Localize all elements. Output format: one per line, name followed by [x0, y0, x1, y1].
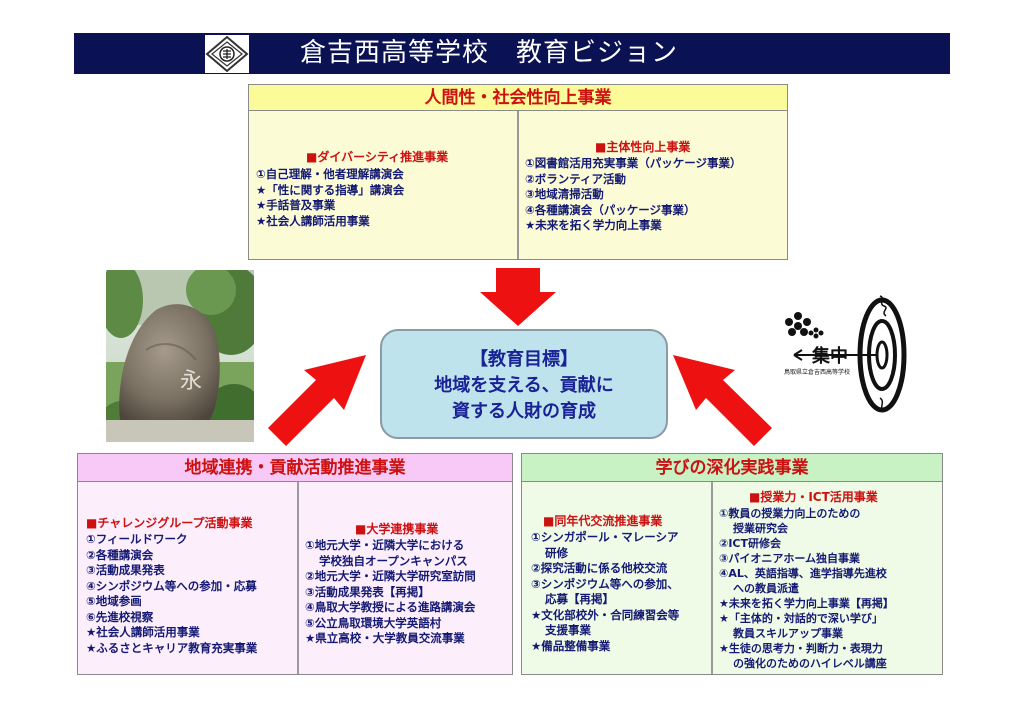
- list-item: 支援事業: [545, 623, 591, 637]
- list-item: への教員派遣: [733, 582, 799, 595]
- logo-text: 集中: [811, 345, 848, 367]
- diversity-section: ■ダイバーシティ推進事業 ①自己理解・他者理解講演会 ★「性に関する指導」講演会…: [256, 148, 514, 229]
- list-item: ①フィールドワーク: [86, 532, 188, 546]
- shuchu-target-logo: 集中 鳥取県立倉吉西高等学校: [780, 290, 920, 420]
- list-item: ★社会人講師活用事業: [86, 625, 200, 639]
- list-item: ④AL、英語指導、進学指導先進校: [719, 567, 887, 580]
- challenge-group-title: ■チャレンジグループ活動事業: [86, 516, 253, 530]
- stone-monument-photo: 永: [98, 262, 266, 444]
- list-item: ★未来を拓く学力向上事業: [525, 218, 662, 232]
- down-arrow-icon: [480, 268, 556, 326]
- university-cooperation-title: ■大学連携事業: [355, 522, 439, 536]
- teaching-ict-section: ■授業力・ICT活用事業 ①教員の授業力向上のための 授業研究会 ②ICT研修会…: [719, 488, 941, 671]
- list-item: ①自己理解・他者理解講演会: [256, 167, 404, 181]
- goal-line: 地域を支える、貢献に: [434, 375, 614, 396]
- independence-section: ■主体性向上事業 ①図書館活用充実事業（パッケージ事業） ②ボランティア活動 ③…: [525, 138, 783, 234]
- university-cooperation-section: ■大学連携事業 ①地元大学・近隣大学における 学校独自オープンキャンパス ②地元…: [305, 520, 513, 647]
- list-item: ④鳥取大学教授による進路講演会: [305, 600, 476, 614]
- diversity-items: ①自己理解・他者理解講演会 ★「性に関する指導」講演会 ★手話普及事業 ★社会人…: [256, 167, 514, 229]
- list-item: ①図書館活用充実事業（パッケージ事業）: [525, 156, 742, 170]
- university-cooperation-items: ①地元大学・近隣大学における 学校独自オープンキャンパス ②地元大学・近隣大学研…: [305, 538, 513, 647]
- independence-section-title: ■主体性向上事業: [595, 140, 691, 154]
- list-item: ①地元大学・近隣大学における: [305, 538, 465, 552]
- goal-heading: 【教育目標】: [470, 349, 578, 370]
- list-item: ③シンポジウム等への参加、: [531, 576, 679, 591]
- regional-cooperation-panel: [77, 453, 513, 675]
- list-item: ③活動成果発表【再掲】: [305, 584, 430, 599]
- left-panel-divider: [297, 482, 299, 674]
- list-item: ④各種講演会（パッケージ事業）: [525, 202, 696, 217]
- list-item: の強化のためのハイレベル講座: [733, 657, 887, 670]
- list-item: ★社会人講師活用事業: [256, 213, 370, 228]
- list-item: ★文化部校外・合同練習会等: [531, 607, 680, 622]
- list-item: ①教員の授業力向上のための: [719, 507, 861, 520]
- right-panel-divider: [711, 482, 713, 674]
- independence-items: ①図書館活用充実事業（パッケージ事業） ②ボランティア活動 ③地域清掃活動 ④各…: [525, 156, 783, 234]
- list-item: 応募【再掲】: [545, 592, 614, 606]
- list-item: ★備品整備事業: [531, 638, 611, 653]
- challenge-group-section: ■チャレンジグループ活動事業 ①フィールドワーク ②各種講演会 ③活動成果発表 …: [86, 514, 296, 656]
- list-item: ★県立高校・大学教員交流事業: [305, 631, 465, 645]
- list-item: 教員スキルアップ事業: [733, 627, 843, 640]
- school-emblem-icon: [205, 35, 249, 73]
- list-item: ②各種講演会: [86, 547, 154, 562]
- list-item: 授業研究会: [733, 522, 788, 535]
- list-item: ★「性に関する指導」講演会: [256, 182, 405, 197]
- top-panel-divider: [517, 111, 519, 259]
- list-item: ④シンポジウム等への参加・応募: [86, 578, 257, 593]
- list-item: 研修: [545, 545, 568, 560]
- regional-cooperation-title: 地域連携・貢献活動推進事業: [78, 454, 512, 482]
- list-item: ★手話普及事業: [256, 198, 336, 212]
- list-item: ①シンガポール・マレーシア: [531, 530, 679, 544]
- list-item: ★「主体的・対話的で深い学び」: [719, 612, 883, 625]
- peer-exchange-items: ①シンガポール・マレーシア 研修 ②探究活動に係る他校交流 ③シンポジウム等への…: [531, 530, 711, 654]
- peer-exchange-title: ■同年代交流推進事業: [543, 514, 663, 528]
- page-title: 倉吉西高等学校 教育ビジョン: [300, 38, 679, 68]
- goal-line: 資する人財の育成: [452, 401, 596, 422]
- svg-text:永: 永: [180, 369, 202, 394]
- list-item: ③活動成果発表: [86, 563, 165, 577]
- logo-subtext: 鳥取県立倉吉西高等学校: [784, 368, 850, 376]
- deep-learning-title: 学びの深化実践事業: [522, 454, 942, 482]
- teaching-ict-items: ①教員の授業力向上のための 授業研究会 ②ICT研修会 ③パイオニアホーム独自事…: [719, 506, 941, 671]
- list-item: ②地元大学・近隣大学研究室訪問: [305, 569, 476, 583]
- teaching-ict-title: ■授業力・ICT活用事業: [749, 490, 878, 504]
- peer-exchange-section: ■同年代交流推進事業 ①シンガポール・マレーシア 研修 ②探究活動に係る他校交流…: [531, 512, 711, 654]
- list-item: ③パイオニアホーム独自事業: [719, 552, 860, 565]
- up-left-arrow-icon: [673, 355, 772, 446]
- list-item: ③地域清掃活動: [525, 187, 604, 201]
- list-item: ②ボランティア活動: [525, 171, 627, 186]
- diversity-section-title: ■ダイバーシティ推進事業: [306, 150, 449, 164]
- list-item: ★生徒の思考力・判断力・表現力: [719, 642, 883, 655]
- deep-learning-panel: [521, 453, 943, 675]
- list-item: ⑤地域参画: [86, 594, 142, 608]
- list-item: ⑤公立鳥取環境大学英語村: [305, 615, 442, 630]
- list-item: ★ふるさとキャリア教育充実事業: [86, 640, 258, 655]
- challenge-group-items: ①フィールドワーク ②各種講演会 ③活動成果発表 ④シンポジウム等への参加・応募…: [86, 532, 296, 656]
- list-item: ②探究活動に係る他校交流: [531, 561, 668, 575]
- humanity-sociality-title: 人間性・社会性向上事業: [249, 85, 787, 111]
- education-goal-box: 【教育目標】 地域を支える、貢献に 資する人財の育成: [380, 329, 668, 439]
- list-item: ⑥先進校視察: [86, 609, 154, 624]
- list-item: ②ICT研修会: [719, 537, 781, 550]
- up-right-arrow-icon: [268, 355, 366, 446]
- list-item: 学校独自オープンキャンパス: [319, 553, 468, 568]
- list-item: ★未来を拓く学力向上事業【再掲】: [719, 597, 894, 610]
